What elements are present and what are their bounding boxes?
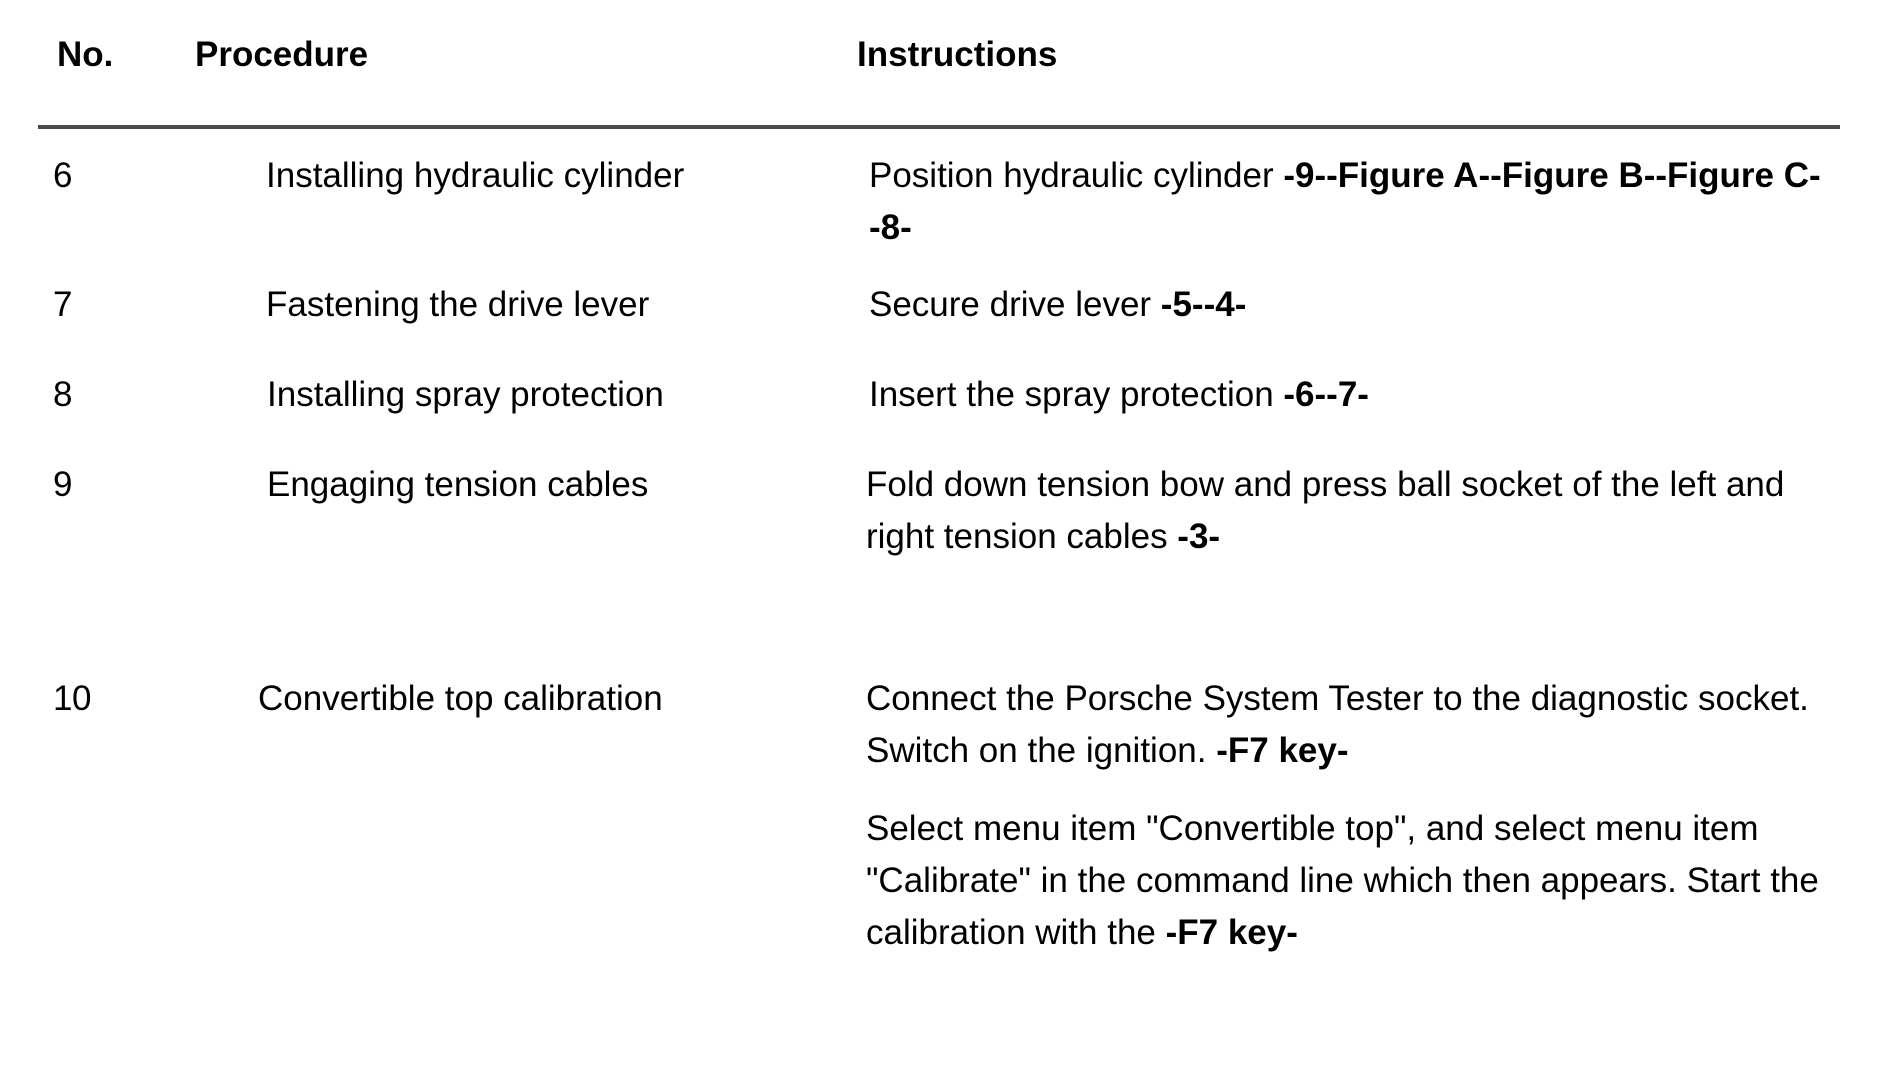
table-header-row: No. Procedure Instructions [0, 0, 1896, 79]
table-row: 6 Installing hydraulic cylinder Position h… [0, 150, 1896, 254]
instruction-reference: -5--4- [1160, 285, 1247, 324]
cell-procedure: Installing hydraulic cylinder [266, 156, 685, 195]
instruction-paragraph: Secure drive lever -5--4- [869, 279, 1853, 331]
cell-instructions: Fold down tension bow and press ball soc… [863, 459, 1853, 563]
instruction-text: Secure drive lever [869, 285, 1161, 324]
cell-instructions: Position hydraulic cylinder -9--Figure A… [863, 150, 1853, 254]
table-row: 8 Installing spray protection Insert the s… [0, 369, 1896, 421]
cell-step-number: 8 [53, 375, 73, 414]
cell-procedure: Fastening the drive lever [266, 285, 650, 324]
instruction-text: Fold down tension bow and press ball soc… [866, 465, 1785, 556]
table-row: 10 Convertible top calibration Connect the… [0, 673, 1896, 959]
instruction-reference: -F7 key- [1216, 731, 1349, 770]
instruction-reference: -6--7- [1283, 375, 1369, 414]
table-row: 7 Fastening the drive lever Secure drive l… [0, 279, 1896, 331]
table-row: 9 Engaging tension cables Fold down tensio… [0, 459, 1896, 563]
cell-procedure: Engaging tension cables [267, 465, 649, 504]
instruction-text: Connect the Porsche System Tester to the… [866, 679, 1809, 770]
instruction-reference: -9--Figure A--Figure B--Figure C--8- [869, 156, 1821, 247]
instruction-text: Position hydraulic cylinder [869, 156, 1284, 195]
column-header-procedure: Procedure [195, 35, 369, 74]
instruction-reference: -3- [1177, 517, 1221, 556]
instruction-text: Select menu item "Convertible top", and … [866, 809, 1819, 952]
cell-instructions: Connect the Porsche System Tester to the… [863, 673, 1853, 959]
column-header-instructions: Instructions [857, 35, 1058, 74]
cell-step-number: 6 [53, 156, 73, 195]
instruction-paragraph: Position hydraulic cylinder -9--Figure A… [869, 150, 1853, 254]
instruction-paragraph: Select menu item "Convertible top", and … [866, 803, 1853, 959]
column-header-no: No. [57, 35, 114, 74]
cell-procedure: Installing spray protection [267, 375, 664, 414]
instruction-paragraph: Insert the spray protection -6--7- [869, 369, 1853, 421]
cell-step-number: 7 [53, 285, 73, 324]
table-body: 6 Installing hydraulic cylinder Position h… [0, 150, 1896, 959]
cell-step-number: 10 [53, 679, 91, 718]
instruction-reference: -F7 key- [1165, 913, 1298, 952]
cell-instructions: Secure drive lever -5--4- [863, 279, 1853, 331]
instruction-text: Insert the spray protection [869, 375, 1284, 414]
instruction-paragraph: Connect the Porsche System Tester to the… [866, 673, 1853, 777]
instruction-paragraph: Fold down tension bow and press ball soc… [866, 459, 1853, 563]
cell-instructions: Insert the spray protection -6--7- [863, 369, 1853, 421]
cell-step-number: 9 [53, 465, 73, 504]
cell-procedure: Convertible top calibration [258, 679, 663, 718]
header-divider-rule [38, 125, 1840, 129]
